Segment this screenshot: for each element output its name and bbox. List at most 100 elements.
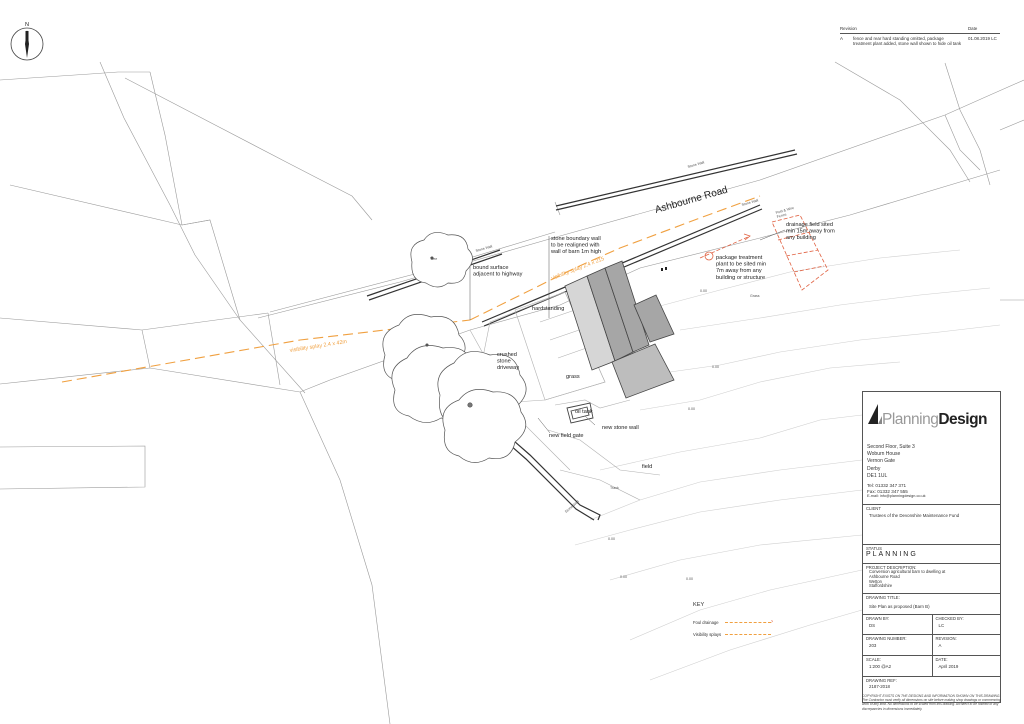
svg-text:0.00: 0.00 [608,537,615,541]
key-visibility-splays-label: Visibility splays [693,632,722,637]
address-line: Derby [867,465,881,472]
gate-posts-icon [661,267,667,271]
email: E-mail: info@planningdesign.co.uk [867,494,926,499]
contour-level-tags: 0.00 0.00 0.00 0.00 0.00 0.00 Tree [430,257,719,581]
package-treatment-plant-icon [704,233,751,261]
revision-date-header: Date [968,26,978,31]
status-caption: STATUS [866,546,882,551]
checked-by-caption: CHECKED BY: [935,616,964,621]
revision-header: Revision Date [840,26,1000,34]
revision-header-label: Revision [840,26,857,31]
revision-description: fence and rear hard standing omitted, pa… [853,36,962,46]
project-caption: PROJECT DESCRIPTION: [866,565,917,570]
company-name-light: Planning [882,411,939,428]
fax: Fax: 01332 347 555 [867,488,908,494]
contour-lines [574,249,1001,681]
revision-value: A [938,643,942,648]
key-foul-drainage-label: Foul drainage [693,620,719,625]
address-line: Vernon Gate [867,458,896,465]
scale-caption: SCALE: [866,657,881,662]
leader-lines [469,229,786,434]
stone-wall-label-b: Stone Wall [687,160,705,169]
field-label: field [642,464,652,470]
arrow-right-icon: › [771,619,773,625]
new-stone-wall-label: new stone wall [602,425,639,431]
title-block: PlanningDesign Second Floor, Suite 3 Wob… [862,391,1001,703]
field-boundaries [0,61,1024,724]
date-value: April 2019 [938,664,959,669]
number-revision-section: DRAWING NUMBER: 203 REVISION: A [863,634,1000,656]
drawing-title: Site Plan as proposed (Barn B) [869,604,930,609]
status-section: STATUS PLANNING [863,544,1000,564]
revision-id: A [840,36,843,41]
revision-caption: REVISION: [935,636,957,641]
svg-text:0.00: 0.00 [686,577,693,581]
revision-date: 01.08.2019 LC [968,36,997,41]
grass-field-label: Grass [750,294,760,298]
drawing-ref: 2187-2018 [869,684,890,689]
drawing-title-caption: DRAWING TITLE: [866,595,900,600]
oil-tank [566,402,594,424]
company-name-bold: Design [938,411,988,428]
key-visibility-splays-line [725,634,771,635]
key-row-foul-drainage: Foul drainage › [693,619,793,632]
svg-text:0.00: 0.00 [688,407,695,411]
company-contact: Tel: 01332 347 371 Fax: 01332 347 555 E-… [867,483,926,500]
oil-tank-label: oil tank [575,409,593,415]
svg-text:0.00: 0.00 [620,575,627,579]
grass-plot-label: grass [566,374,580,380]
visibility-splays [61,195,761,383]
visibility-splay-west-label: visibility splay 2.4 x 42m [289,339,348,354]
revision-row: A fence and rear hard standing omitted, … [840,34,1000,48]
track-label: Track [610,486,619,490]
north-arrow-icon [10,27,44,61]
drawn-checked-section: DRAWN BY: DS CHECKED BY: LC [863,614,1000,635]
key-foul-drainage-line [725,622,771,623]
planning-design-logo-icon [868,404,882,424]
svg-text:Tree: Tree [430,257,437,261]
stone-wall-label-a: Stone Wall [475,244,493,253]
project-description: Conversion agricultural barn to dwelling… [869,569,946,589]
key-row-visibility-splays: Visibility splays [693,632,793,644]
drawing-title-section: DRAWING TITLE: Site Plan as proposed (Ba… [863,593,1000,615]
client-section: CLIENT Trustees of the Devonshire Mainte… [863,504,1000,545]
status-value: PLANNING [866,551,918,558]
company-logo: PlanningDesign Second Floor, Suite 3 Wob… [863,392,1000,504]
copyright-notice: COPYRIGHT EXISTS ON THE DESIGNS AND INFO… [862,694,1001,711]
new-field-gate-label: new field gate [549,433,584,439]
post-wire-fence-label: Post & WireFence [775,206,796,219]
key-title: KEY [693,602,705,608]
scale-date-section: SCALE: 1:200 @A2 DATE: April 2019 [863,655,1000,677]
barn-buildings [564,260,675,399]
telephone: Tel: 01332 347 371 [867,483,907,488]
drawing-key: KEY Foul drainage › Visibility splays [693,602,793,644]
drawn-by: DS [869,623,876,628]
drawing-number: 203 [869,643,877,648]
drawing-number-caption: DRAWING NUMBER: [866,636,907,641]
checked-by: LC [938,623,945,628]
scale-value: 1:200 @A2 [869,664,892,669]
trees [382,232,527,463]
company-name: PlanningDesign [882,411,988,429]
drainage-field [699,214,829,291]
stone-wall-label-d: Stone Wall [741,198,759,207]
company-address: Second Floor, Suite 3 Woburn House Verno… [867,444,915,480]
drawing-ref-caption: DRAWING REF: [866,678,897,683]
north-label: N [25,22,29,28]
svg-text:0.00: 0.00 [712,365,719,369]
client-caption: CLIENT [866,506,881,511]
date-caption: DATE: [935,657,948,662]
svg-text:0.00: 0.00 [700,289,707,293]
drawing-ref-section: DRAWING REF: 2187-2018 [863,676,1000,701]
client-name: Trustees of the Devonshire Maintenance F… [869,513,960,518]
address-line: DE1 1UL [867,472,888,479]
address-line: Second Floor, Suite 3 [867,444,915,450]
address-line: Woburn House [867,451,901,458]
hardstanding-label: hardstanding [532,306,564,312]
